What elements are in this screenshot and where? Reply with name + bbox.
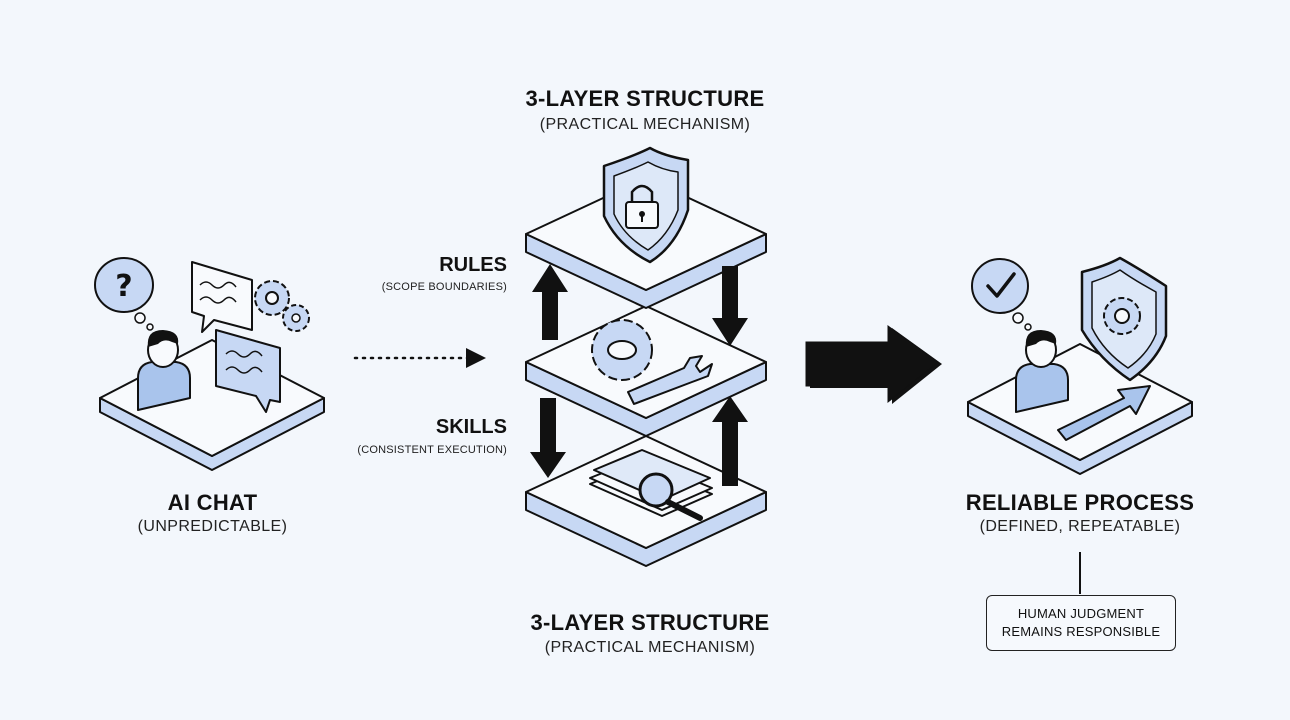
bottom-header-subtitle: (PRACTICAL MECHANISM): [544, 639, 756, 656]
bottom-header-title: 3-LAYER STRUCTURE: [530, 610, 770, 635]
down-arrow-right: [712, 266, 748, 346]
note-line-1: HUMAN JUDGMENT: [1017, 606, 1145, 621]
chat-bubbles-icon: [191, 261, 281, 413]
ai-chat-subtitle: (UNPREDICTABLE): [137, 518, 288, 535]
skills-title: SKILLS: [435, 416, 507, 438]
rules-subtitle: (SCOPE BOUNDARIES): [381, 281, 507, 293]
down-arrow-left: [530, 398, 566, 478]
reliable-process-title: RELIABLE PROCESS: [965, 490, 1195, 515]
up-arrow-left: [532, 264, 568, 340]
shield-gear-icon: [1080, 256, 1168, 382]
person-icon: [137, 330, 191, 411]
shield-lock-icon: [602, 146, 690, 264]
checkmark-icon: [971, 258, 1032, 331]
human-judgment-note: HUMAN JUDGMENT REMAINS RESPONSIBLE: [986, 595, 1176, 651]
gear-icon: [591, 319, 653, 381]
skills-subtitle: (CONSISTENT EXECUTION): [357, 444, 507, 456]
reliable-process-group: [967, 256, 1193, 475]
growth-arrow-icon: [1057, 385, 1151, 441]
layer-stack: [525, 146, 767, 567]
person-icon: [1015, 330, 1069, 413]
ai-chat-title: AI CHAT: [167, 490, 258, 515]
ai-chat-platform: [99, 339, 325, 471]
note-line-2: REMAINS RESPONSIBLE: [1001, 624, 1161, 639]
rules-title: RULES: [439, 254, 507, 276]
up-arrow-right: [712, 396, 748, 486]
reliable-process-subtitle: (DEFINED, REPEATABLE): [979, 518, 1181, 535]
top-header-title: 3-LAYER STRUCTURE: [525, 86, 765, 111]
reliable-process-platform: [967, 343, 1193, 475]
documents-magnifier-icon: [589, 449, 713, 521]
question-icon: ?: [94, 257, 154, 331]
top-header-subtitle: (PRACTICAL MECHANISM): [539, 116, 751, 133]
big-arrow: [805, 325, 942, 404]
svg-text:?: ?: [115, 269, 132, 304]
gears-icon: [254, 280, 310, 332]
wrench-icon: [627, 355, 713, 405]
ai-chat-group: ?: [94, 257, 325, 471]
